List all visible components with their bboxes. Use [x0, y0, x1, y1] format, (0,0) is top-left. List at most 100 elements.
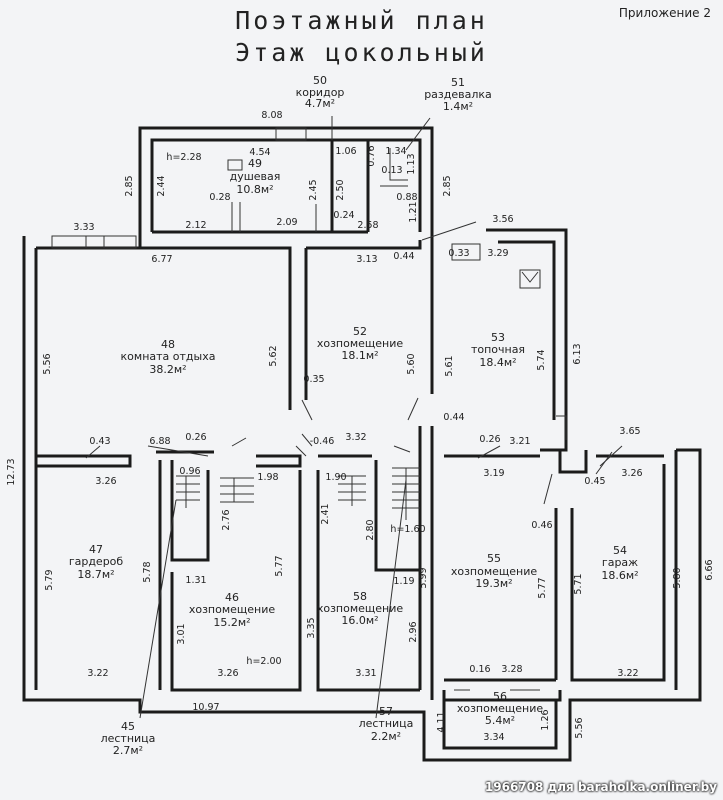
dimension-label: 3.01 [176, 623, 187, 644]
leader-lines [85, 116, 623, 719]
svg-text:коридор: коридор [296, 86, 345, 99]
dimension-label: 5.99 [418, 567, 429, 588]
dimension-label: 0.28 [209, 192, 230, 203]
svg-text:51: 51 [451, 76, 465, 89]
svg-text:хозпомещение: хозпомещение [189, 603, 276, 616]
dimension-label: 3.34 [483, 732, 504, 743]
dimension-label: 3.28 [501, 664, 522, 675]
dimension-label: 12.73 [6, 458, 17, 485]
room-49: 49 душевая 10.8м² [230, 157, 281, 196]
dimension-label: 3.33 [73, 222, 94, 233]
svg-text:18.6м²: 18.6м² [601, 569, 638, 582]
dimension-label: 5.79 [44, 569, 55, 590]
svg-text:48: 48 [161, 338, 175, 351]
dimension-label: 2.50 [335, 179, 346, 200]
walls [22, 126, 702, 762]
dimension-label: 5.56 [42, 353, 53, 374]
dimension-label: 1.13 [406, 153, 417, 174]
dimension-label: 1.31 [185, 575, 206, 586]
svg-text:57: 57 [379, 705, 393, 718]
svg-text:55: 55 [487, 552, 501, 565]
dimension-label: 1.34 [385, 146, 406, 157]
svg-text:18.7м²: 18.7м² [77, 568, 114, 581]
dimension-label: 3.22 [87, 668, 108, 679]
windows-doors [51, 127, 613, 691]
dimension-label: 0.44 [443, 412, 464, 423]
svg-text:58: 58 [353, 590, 367, 603]
dimension-label: h=2.28 [166, 152, 201, 163]
svg-text:54: 54 [613, 544, 627, 557]
dimension-label: 3.26 [95, 476, 116, 487]
dimension-label: 0.88 [396, 192, 417, 203]
dimension-label: 1.26 [540, 709, 551, 730]
dimension-label: 4.11 [436, 711, 447, 732]
svg-text:2.7м²: 2.7м² [113, 744, 143, 757]
plan-subtitle: Этаж цокольный [235, 38, 488, 67]
room-52: 52 хозпомещение 18.1м² [317, 325, 404, 362]
svg-text:38.2м²: 38.2м² [149, 363, 186, 376]
svg-text:45: 45 [121, 720, 135, 733]
room-56: 56 хозпомещение 5.4м² [457, 690, 544, 727]
svg-text:топочная: топочная [471, 343, 525, 356]
appendix-label: Приложение 2 [618, 6, 711, 20]
svg-text:1.4м²: 1.4м² [443, 100, 473, 113]
dimension-label: 3.13 [356, 254, 377, 265]
room-45: 45 лестница 2.7м² [101, 720, 156, 757]
dimension-label: 6.88 [149, 436, 170, 447]
dimension-label: 5.78 [142, 561, 153, 582]
svg-text:50: 50 [313, 74, 327, 87]
dimension-label: 3.56 [492, 214, 513, 225]
dimension-label: 0.46 [531, 520, 552, 531]
dimension-label: 2.45 [308, 179, 319, 200]
svg-text:4.7м²: 4.7м² [305, 97, 335, 110]
dimension-label: 2.58 [357, 220, 378, 231]
room-47: 47 гардероб 18.7м² [69, 543, 124, 581]
dimension-label: 0.24 [333, 210, 354, 221]
dimension-label: 3.31 [355, 668, 376, 679]
dimension-label: 10.97 [192, 702, 219, 713]
dimension-label: 0.26 [185, 432, 206, 443]
svg-text:лестница: лестница [101, 732, 156, 745]
dimension-label: 3.21 [509, 436, 530, 447]
svg-text:гараж: гараж [602, 556, 638, 569]
dimension-label: 2.12 [185, 220, 206, 231]
dimension-label: 2.41 [320, 503, 331, 524]
dimension-label: 0.96 [179, 466, 200, 477]
dimension-label: 2.96 [408, 621, 419, 642]
dimension-label: h=1.60 [390, 524, 425, 535]
dimension-label: 1.21 [408, 201, 419, 222]
svg-text:хозпомещение: хозпомещение [317, 602, 404, 615]
dimension-label: h=2.00 [246, 656, 281, 667]
room-48: 48 комната отдыха 38.2м² [121, 338, 216, 376]
room-55: 55 хозпомещение 19.3м² [451, 552, 538, 590]
dimension-label: 0.76 [366, 145, 377, 166]
room-54: 54 гараж 18.6м² [601, 544, 638, 582]
dimension-label: 0.43 [89, 436, 110, 447]
dimension-label: 3.19 [483, 468, 504, 479]
svg-text:15.2м²: 15.2м² [213, 616, 250, 629]
svg-text:46: 46 [225, 591, 239, 604]
dimension-label: 8.08 [261, 110, 282, 121]
room-50: 50 коридор 4.7м² [296, 74, 345, 110]
svg-text:53: 53 [491, 331, 505, 344]
dimension-label: 2.44 [156, 175, 167, 196]
svg-text:раздевалка: раздевалка [424, 88, 492, 101]
svg-text:гардероб: гардероб [69, 555, 124, 568]
dimension-label: 5.77 [274, 555, 285, 576]
svg-text:18.4м²: 18.4м² [479, 356, 516, 369]
svg-text:56: 56 [493, 690, 507, 703]
dimension-label: 5.61 [444, 355, 455, 376]
dimension-label: 6.77 [151, 254, 172, 265]
svg-text:47: 47 [89, 543, 103, 556]
dimension-label: 5.80 [672, 567, 683, 588]
dimension-label: 5.62 [268, 345, 279, 366]
svg-text:16.0м²: 16.0м² [341, 614, 378, 627]
svg-text:19.3м²: 19.3м² [475, 577, 512, 590]
dimension-label: 0.45 [584, 476, 605, 487]
svg-text:18.1м²: 18.1м² [341, 349, 378, 362]
dimension-label: 0.35 [303, 374, 324, 385]
svg-text:5.4м²: 5.4м² [485, 714, 515, 727]
svg-text:хозпомещение: хозпомещение [457, 702, 544, 715]
